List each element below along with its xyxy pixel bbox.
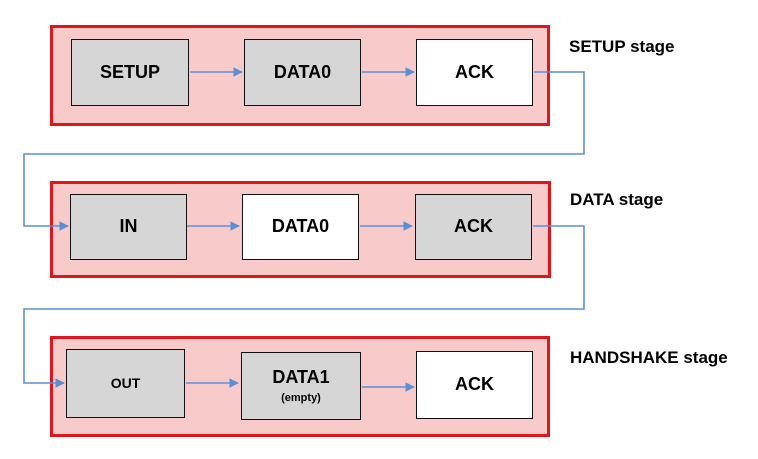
arrow-data-stage-to-handshake-stage [23, 225, 585, 388]
setup-stage-label: SETUP stage [569, 37, 675, 56]
setup-packet: SETUP [71, 39, 189, 106]
ack-packet-label: ACK [454, 216, 493, 237]
data0-packet-label: DATA0 [273, 61, 332, 82]
data0-packet-setup-stage: DATA0 [244, 39, 361, 106]
out-packet-label: OUT [110, 374, 141, 391]
arrow-setup-stage-to-data-stage [23, 71, 585, 231]
data1-packet-sublabel: (empty) [281, 391, 321, 404]
ack-packet-label: ACK [455, 61, 494, 82]
setup-packet-label: SETUP [99, 61, 160, 82]
data1-packet-label: DATA1 [272, 367, 330, 388]
in-packet: IN [70, 194, 187, 260]
ack-packet-setup-stage: ACK [416, 39, 533, 106]
data-stage-label: DATA stage [570, 190, 664, 209]
data1-packet: DATA1 (empty) [241, 352, 361, 420]
ack-packet-data-stage: ACK [415, 194, 532, 260]
in-packet-label: IN [119, 216, 138, 237]
out-packet: OUT [66, 349, 185, 418]
ack-packet-label: ACK [455, 374, 494, 395]
ack-packet-handshake-stage: ACK [416, 351, 533, 419]
data0-packet-data-stage: DATA0 [242, 194, 359, 260]
handshake-stage-label: HANDSHAKE stage [570, 348, 728, 367]
data0-packet-label: DATA0 [271, 216, 330, 237]
